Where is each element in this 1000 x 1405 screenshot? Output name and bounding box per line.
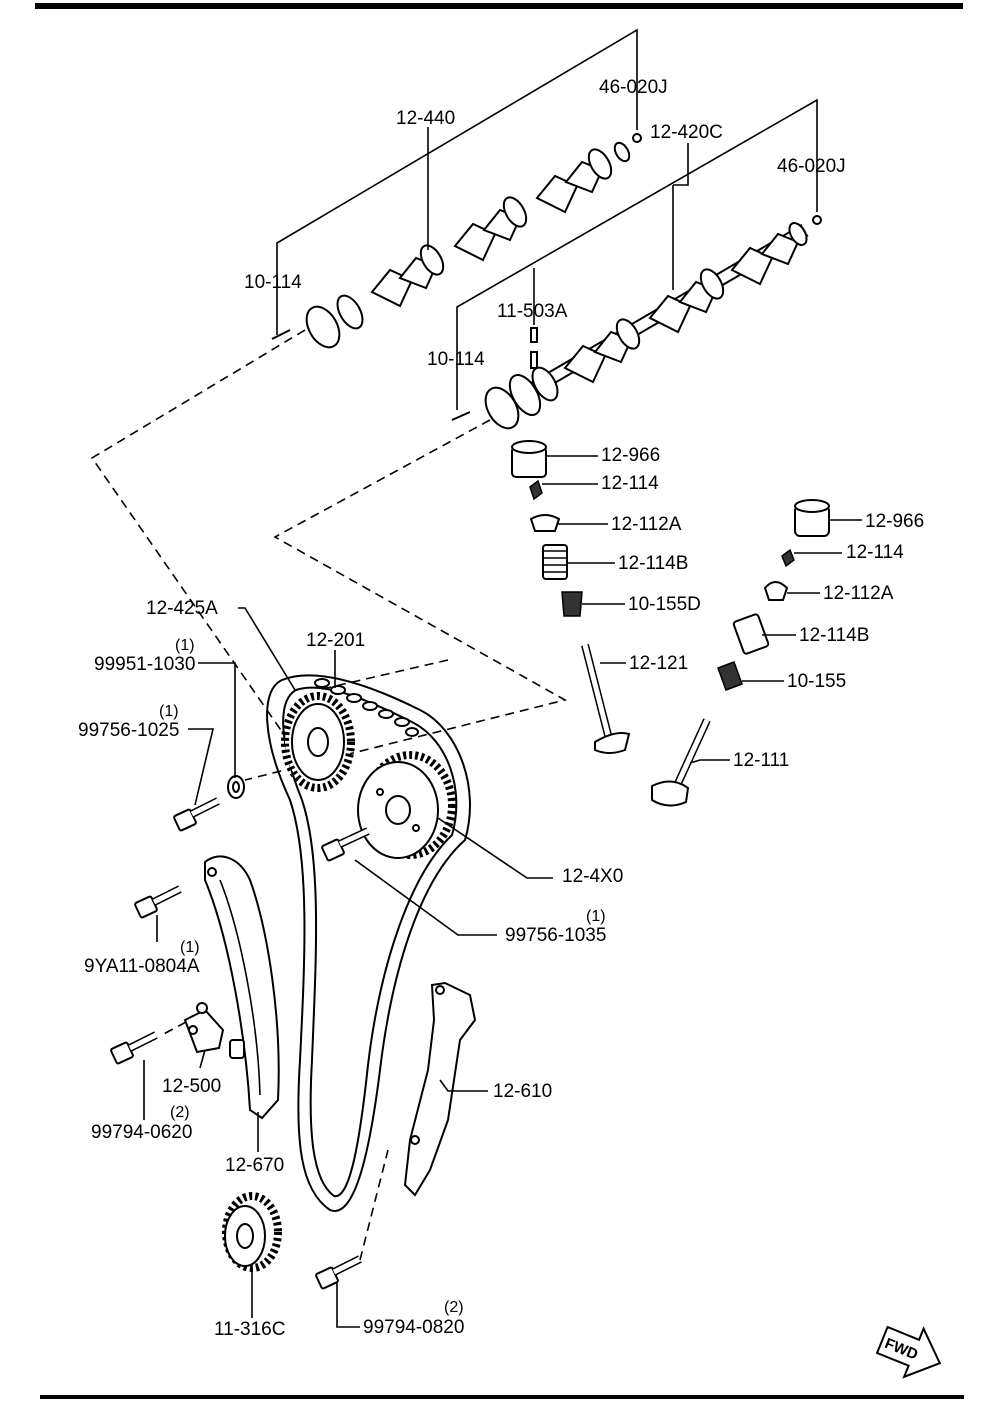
tappet-b-icon	[794, 499, 830, 537]
bottom-border	[40, 1395, 964, 1399]
label-12-111: 12-111	[733, 750, 789, 771]
camshaft-exhaust	[305, 141, 631, 349]
label-12-440: 12-440	[396, 108, 455, 129]
tappet-a-icon	[511, 440, 547, 478]
valve-seal-b-icon	[717, 661, 743, 691]
label-12-966-a: 12-966	[601, 445, 660, 466]
label-12-4x0: 12-4X0	[562, 866, 623, 887]
label-99794-0620: 99794-0620	[91, 1122, 192, 1143]
label-46-020j-a: 46-020J	[599, 77, 668, 98]
label-46-020j-b: 46-020J	[777, 156, 846, 177]
label-99794-0820: 99794-0820	[363, 1317, 464, 1338]
crank-sprocket-icon	[222, 1192, 282, 1272]
label-12-610: 12-610	[493, 1081, 552, 1102]
label-12-201: 12-201	[306, 630, 365, 651]
qty-99951-1030: (1)	[175, 637, 195, 654]
tensioner-arm-icon	[204, 855, 280, 1120]
bolt-9ya11-0804a-icon	[134, 885, 182, 919]
qty-99794-0620: (2)	[170, 1104, 190, 1121]
keeper-b-icon	[781, 548, 795, 568]
top-border	[35, 3, 963, 9]
label-12-500: 12-500	[162, 1076, 221, 1097]
chain-tensioner-icon	[183, 1002, 245, 1059]
valve-b-icon	[651, 718, 711, 807]
timing-chain-icon	[266, 674, 471, 1212]
qty-99756-1025: (1)	[159, 703, 179, 720]
bolt-99794-0820-icon	[315, 1255, 362, 1290]
camshaft-plug-b-icon	[812, 215, 822, 225]
vvt-actuator	[357, 751, 456, 859]
keeper-a-icon	[529, 479, 543, 501]
valve-spring-a-icon	[542, 544, 568, 580]
label-9ya11-0804a: 9YA11-0804A	[84, 956, 200, 977]
cam-sprocket-exhaust	[281, 692, 355, 792]
valve-a-icon	[581, 644, 631, 754]
valve-spring-b-icon	[732, 613, 770, 655]
qty-99794-0820: (2)	[444, 1299, 464, 1316]
label-12-670: 12-670	[225, 1155, 284, 1176]
chain-links-icon	[314, 678, 419, 737]
label-12-112a-b: 12-112A	[823, 583, 894, 604]
pin-icon	[530, 327, 538, 343]
label-99756-1035: 99756-1035	[505, 925, 606, 946]
chain-guide-icon	[403, 981, 477, 1197]
label-12-114b-b: 12-114B	[799, 625, 869, 646]
fwd-arrow-icon: FWD	[875, 1325, 942, 1379]
label-11-503a: 11-503A	[497, 301, 568, 322]
qty-9ya11-0804a: (1)	[180, 939, 200, 956]
label-10-114-b: 10-114	[427, 349, 485, 370]
label-99756-1025: 99756-1025	[78, 720, 179, 741]
label-10-155: 10-155	[787, 671, 846, 692]
label-12-121: 12-121	[629, 653, 688, 674]
label-12-114-b: 12-114	[846, 542, 904, 563]
label-12-966-b: 12-966	[865, 511, 924, 532]
valve-seal-a-icon	[561, 591, 583, 617]
camshaft-plug-a-icon	[632, 133, 642, 143]
label-12-420c: 12-420C	[650, 122, 723, 143]
retainer-a-icon	[529, 514, 561, 532]
label-10-114-a: 10-114	[244, 272, 302, 293]
label-99951-1030: 99951-1030	[94, 654, 195, 675]
label-11-316c: 11-316C	[214, 1319, 285, 1340]
label-10-155d: 10-155D	[628, 594, 701, 615]
label-12-114-a: 12-114	[601, 473, 659, 494]
label-12-114b-a: 12-114B	[618, 553, 688, 574]
bolt-99794-0620-icon	[110, 1031, 158, 1065]
label-12-112a-a: 12-112A	[611, 514, 682, 535]
bolt-99756-1035-icon	[321, 827, 370, 862]
camshaft-intake	[484, 222, 809, 430]
retainer-b-icon	[763, 581, 789, 601]
qty-99756-1035: (1)	[586, 908, 606, 925]
label-12-425a: 12-425A	[146, 598, 218, 619]
bolt-99756-1025-icon	[173, 797, 220, 832]
